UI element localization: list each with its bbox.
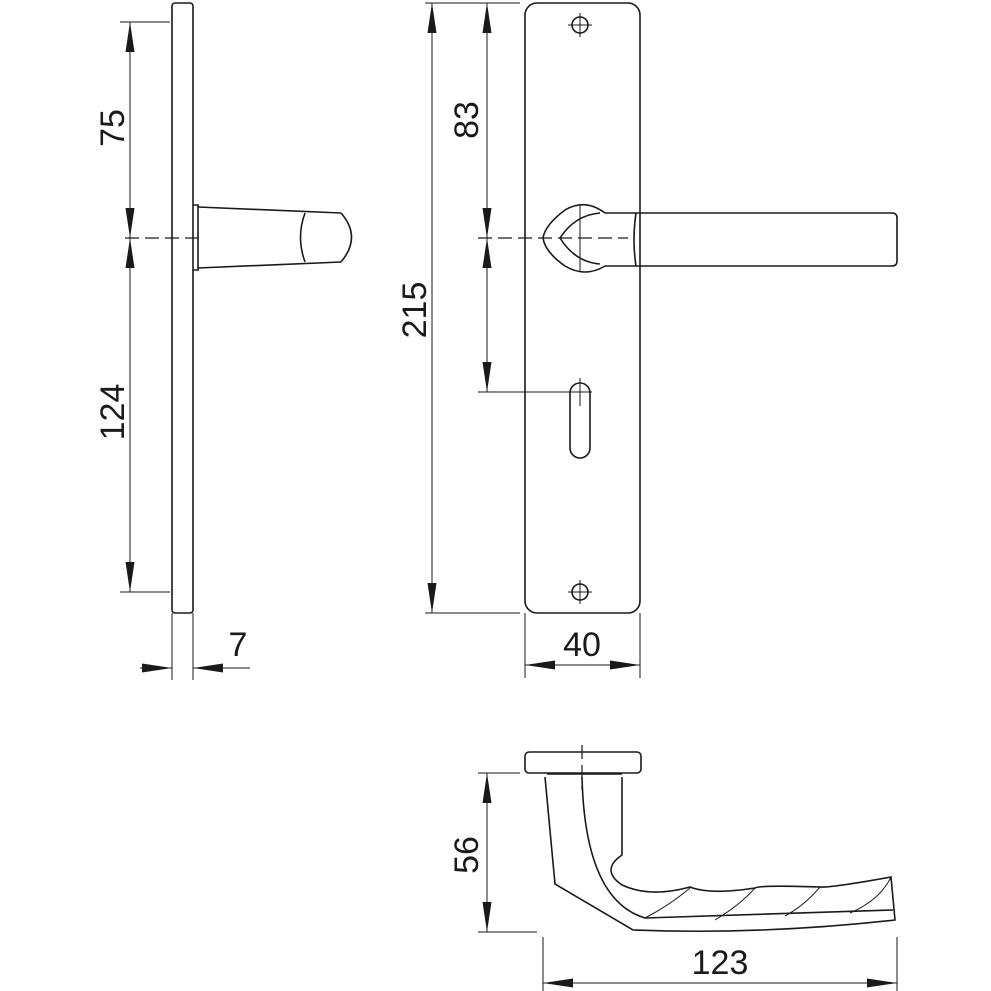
front-view: 215 83 40 (396, 2, 898, 678)
dim-7: 7 (229, 626, 248, 664)
dim-56: 56 (448, 836, 486, 874)
dim-123: 123 (692, 944, 749, 982)
side-plate (171, 2, 194, 614)
bottom-rose (524, 751, 642, 774)
dim-215: 215 (396, 282, 434, 339)
front-rose (542, 203, 606, 273)
dim-83: 83 (448, 101, 486, 139)
side-view: 75 124 7 (94, 2, 353, 680)
screw-icon (568, 580, 592, 604)
dim-40: 40 (563, 626, 601, 664)
side-handle-cone (197, 206, 342, 269)
front-lever (605, 212, 898, 267)
bottom-lever (544, 776, 896, 933)
dim-124: 124 (94, 384, 132, 441)
bottom-view: 56 123 (448, 745, 898, 991)
dim-75: 75 (94, 109, 132, 147)
front-plate (524, 2, 641, 614)
screw-icon (568, 13, 592, 37)
side-handle-end (299, 212, 353, 263)
